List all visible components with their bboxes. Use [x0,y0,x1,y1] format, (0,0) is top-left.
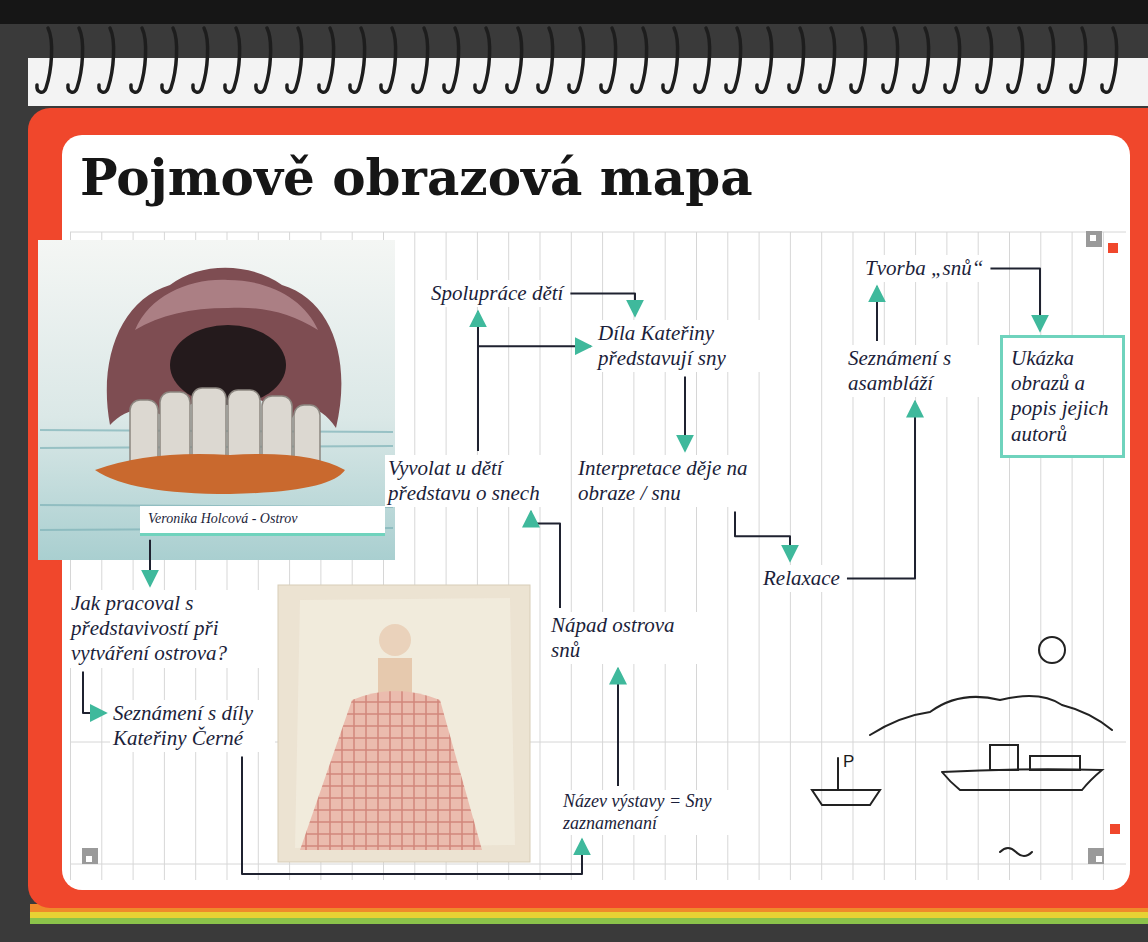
node-text: Seznámení s asambláží [848,346,1002,396]
plaid-dress [300,691,482,850]
node-text: Relaxace [763,566,840,591]
flow-arrow [149,540,151,586]
concept-note: Vyvolat u dětí představu o snech [385,455,545,507]
figure-torso [378,658,412,694]
page-edge [30,918,1148,924]
wave-doodle [1000,848,1032,856]
corner-icon [1090,235,1096,241]
ship-cabin [1030,756,1080,770]
concept-note: Název výstavy = Sny zaznamenaní [560,790,730,835]
page-edge [30,912,1148,918]
concept-note: Díla Kateřiny představují sny [595,320,770,372]
corner-icon [86,856,92,862]
node-text: Jak pracoval s představivostí při vytvář… [71,591,270,667]
boat-doodle [812,790,880,805]
flow-arrow [242,756,582,874]
framed-box: Ukázka obrazů a popis jejich autorů [1000,335,1125,458]
corner-icon [1096,856,1102,862]
corner-icon [82,848,98,864]
concept-note: Tvorba „snů“ [862,255,986,282]
sun-doodle [1039,637,1065,663]
flow-arrow [847,401,915,578]
island-painting [38,240,395,560]
node-text: Seznámení s díly Kateřiny Černé [113,701,272,751]
node-text: Spolupráce dětí [431,281,563,306]
node-text: Název výstavy = Sny zaznamenaní [563,791,727,834]
flow-arrow [876,286,878,341]
node-text: Ukázka obrazů a popis jejich autorů [1011,346,1114,447]
corner-icon [1086,231,1102,247]
node-text: Interpretace děje na obraze / snu [578,456,752,506]
flow-arrow [617,668,619,786]
flow-arrow [531,511,560,608]
red-page-frame [28,108,1148,908]
flow-arrow [684,376,686,451]
flag-pole [837,758,839,790]
corner-icon [1088,848,1104,864]
ship-cabin [990,745,1018,770]
flag-letter: P [843,752,854,772]
node-text: Díla Kateřiny představují sny [598,321,767,371]
cave [170,325,286,405]
concept-note: Interpretace děje na obraze / snu [575,455,755,507]
doodles [812,637,1112,856]
flow-arrow [735,511,790,561]
painting-sky [38,240,395,560]
flow-arrow [478,346,591,451]
concept-note: Relaxace [760,565,843,592]
figure-head [379,624,411,656]
flow-arrow [570,294,635,316]
question-note: Jak pracoval s představivostí při vytvář… [68,590,273,668]
concept-note: Spolupráce dětí [428,280,566,307]
dress-photo [278,585,530,862]
red-marker [1108,243,1118,253]
flow-arrow [83,672,106,713]
island-base [95,454,345,494]
node-text: Tvorba „snů“ [865,256,983,281]
top-band [0,0,1148,24]
crown-light [135,280,318,330]
spiral-rings [37,28,1117,92]
concept-note: Nápad ostrova snů [548,612,698,664]
photo-paper [278,585,530,862]
spiral-strip [28,58,1148,106]
red-marker [1110,824,1120,834]
node-text: Nápad ostrova snů [551,613,695,663]
image-caption: Veronika Holcová - Ostrov [140,506,385,536]
flow-arrow [990,269,1040,331]
concept-note: Seznámení s asambláží [845,345,1005,397]
map-title: Pojmově obrazová mapa [70,148,763,208]
ship-doodle [942,769,1102,790]
hill-doodle [870,696,1112,735]
node-text: Veronika Holcová - Ostrov [148,511,377,528]
concept-note: Seznámení s díly Kateřiny Černé [110,700,275,752]
node-text: Vyvolat u dětí představu o snech [388,456,542,506]
